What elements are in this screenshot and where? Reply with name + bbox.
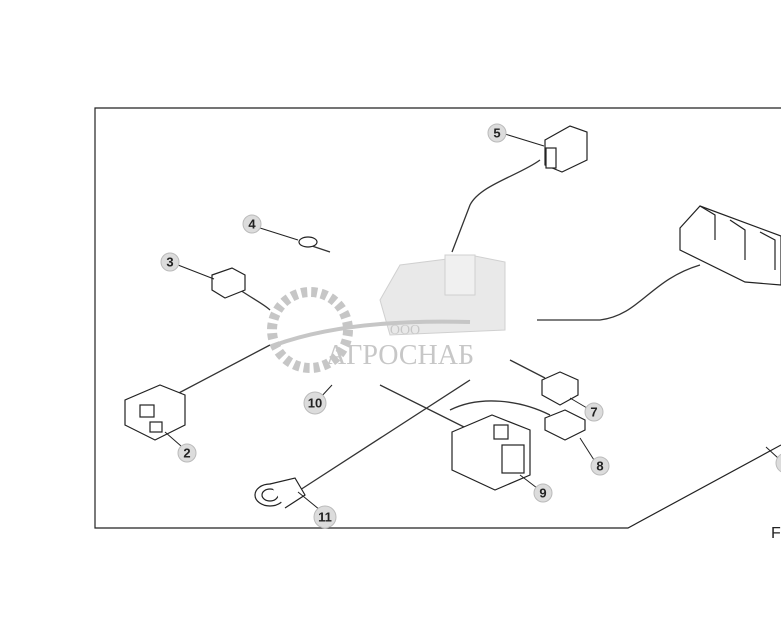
callout-label: 4: [248, 217, 256, 232]
terminal-4: [298, 236, 318, 248]
connector-9: [451, 414, 531, 491]
callout-label: 5: [493, 126, 500, 141]
callout-label: 2: [183, 446, 190, 461]
agrosnab-watermark-logo: ООО АГРОСНАБ: [267, 254, 506, 373]
connector-6: [679, 205, 781, 286]
callout-8: 8: [590, 456, 610, 476]
callout-7: 7: [584, 402, 604, 422]
callout-label: 10: [308, 396, 322, 411]
watermark-prefix: ООО: [390, 323, 420, 338]
connector-11: [254, 477, 306, 509]
callout-11: 11: [313, 505, 337, 529]
wires: [174, 159, 701, 491]
callout-label: 3: [166, 255, 173, 270]
callout-2: 2: [177, 443, 197, 463]
edge-fragment-text: F: [771, 525, 781, 542]
connector-3: [211, 267, 246, 299]
connector-5: [544, 125, 588, 173]
callout-label: 11: [318, 510, 332, 525]
leader-lines: [164, 133, 779, 511]
callout-3: 3: [160, 252, 180, 272]
callout-4: 4: [242, 214, 262, 234]
diagram-frame: [94, 107, 781, 529]
callout-label: 9: [539, 486, 546, 501]
callout-5: 5: [487, 123, 507, 143]
callout-9: 9: [533, 483, 553, 503]
callout-label: 7: [590, 405, 597, 420]
connector-8: [544, 409, 586, 441]
callout-partial: [775, 453, 781, 473]
callout-label: 8: [596, 459, 603, 474]
watermark-name: АГРОСНАБ: [326, 340, 474, 371]
connectors: [124, 125, 781, 509]
connector-7: [541, 371, 579, 406]
connector-2: [124, 384, 186, 441]
callout-10: 10: [303, 391, 327, 415]
